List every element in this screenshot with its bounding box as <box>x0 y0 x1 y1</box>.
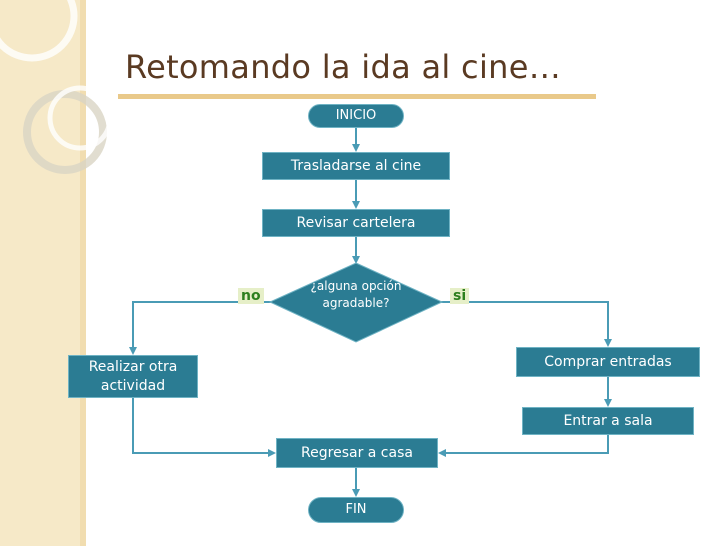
arrow-other-to-return <box>132 398 276 457</box>
arrow-decision-no <box>129 301 272 355</box>
branch-label-yes: si <box>450 288 470 304</box>
end-node: FIN <box>308 497 404 523</box>
process-other-activity: Realizar otra actividad <box>68 355 198 398</box>
process-return-home: Regresar a casa <box>276 438 438 468</box>
title-underline <box>118 94 596 99</box>
decision-question: ¿alguna opción agradable? <box>310 279 402 310</box>
process-travel-to-cinema: Trasladarse al cine <box>262 152 450 180</box>
decorative-side-edge <box>80 0 86 546</box>
slide-title: Retomando la ida al cine… <box>125 48 562 86</box>
decision-diamond <box>268 262 444 343</box>
arrow-enter-to-return <box>438 435 609 457</box>
process-buy-tickets: Comprar entradas <box>516 347 700 377</box>
process-check-listings: Revisar cartelera <box>262 209 450 237</box>
branch-label-no: no <box>238 288 264 304</box>
arrow-decision-yes <box>440 301 612 347</box>
process-enter-theater: Entrar a sala <box>522 407 694 435</box>
start-node: INICIO <box>308 104 404 128</box>
